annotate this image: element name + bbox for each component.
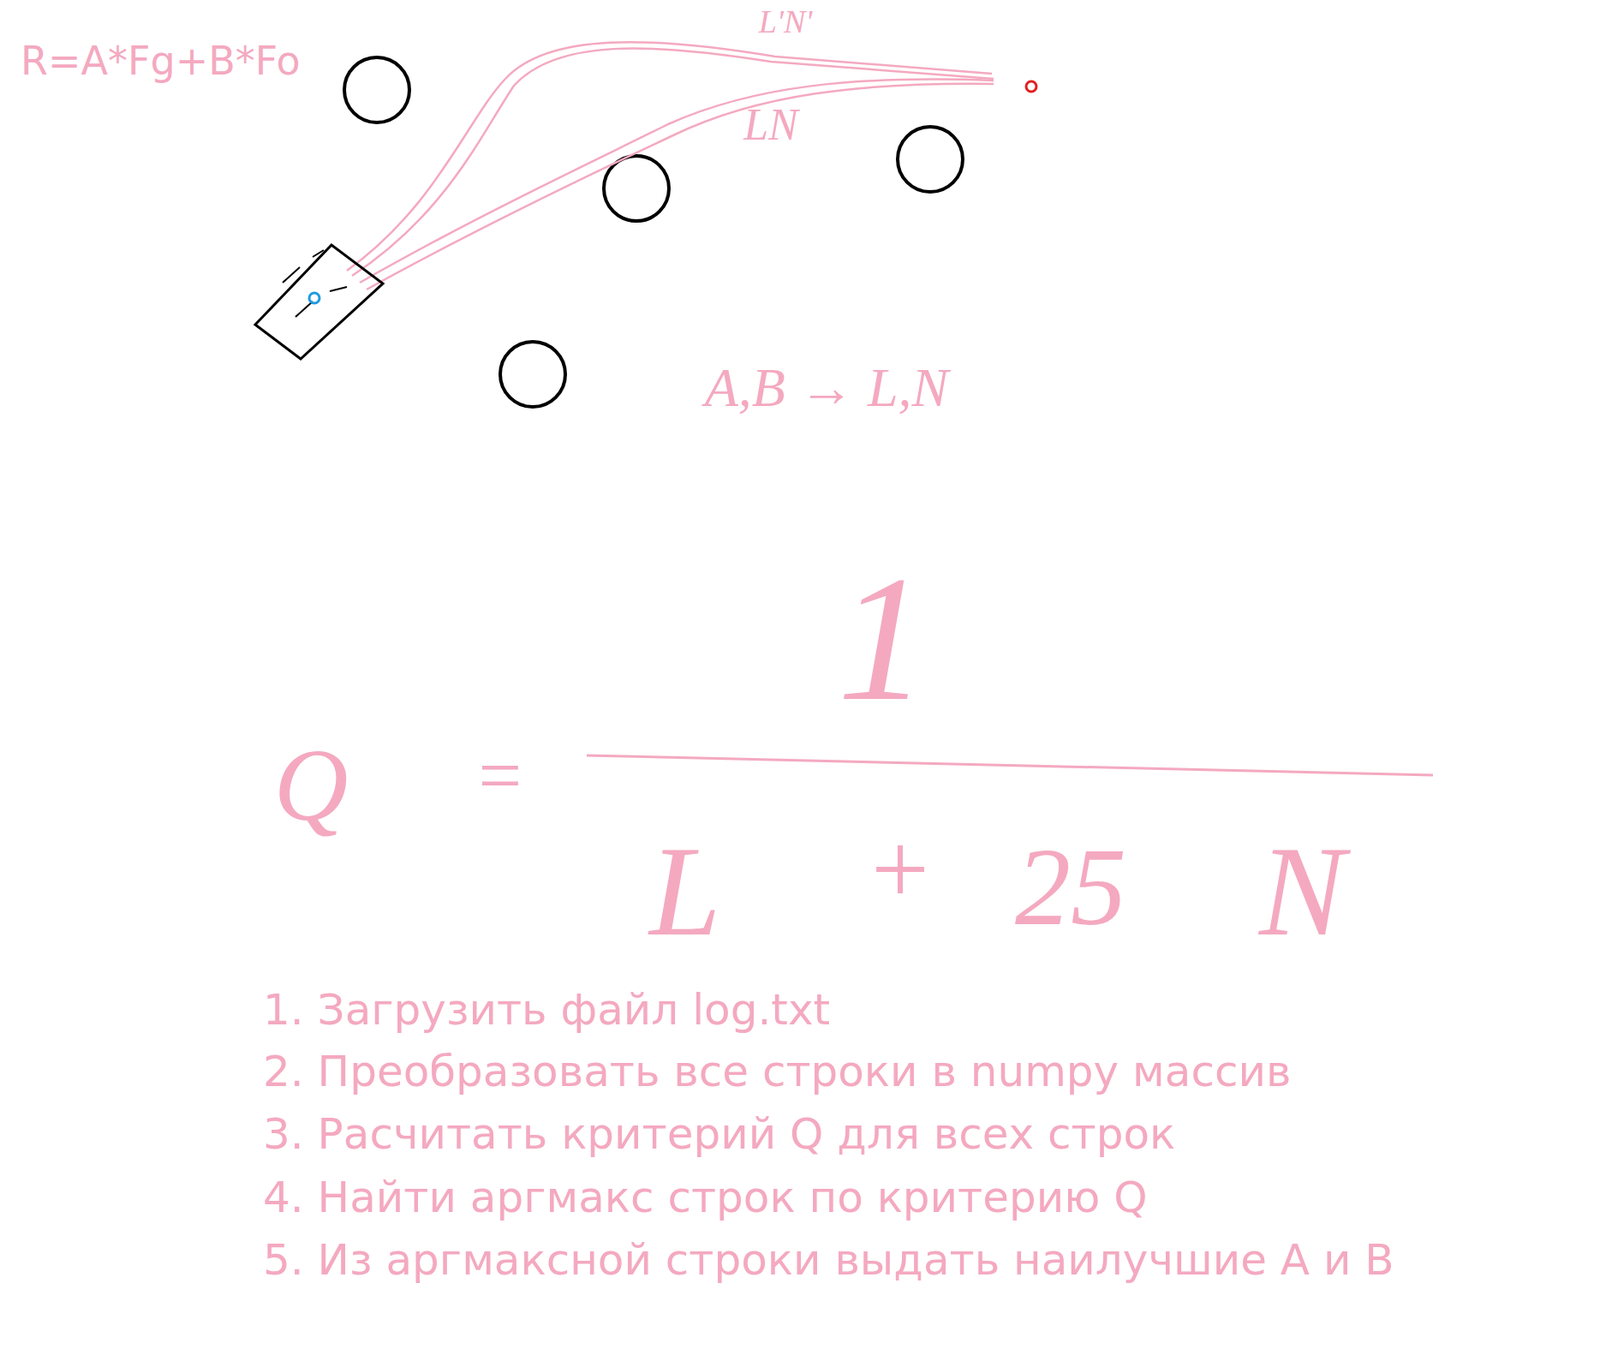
mapping-label: A,B → L,N (704, 358, 949, 418)
trajectories (346, 41, 994, 290)
obstacle (603, 155, 669, 221)
step-text: 3. Расчитать критерий Q для всех строк (262, 1110, 1176, 1159)
trajectory-lower (366, 83, 994, 290)
obstacle (500, 341, 566, 407)
target-point (1026, 81, 1037, 92)
obstacle (344, 57, 410, 123)
formula-symbol: L (649, 820, 721, 962)
step-text: 4. Найти аргмакс строк по критерию Q (262, 1174, 1148, 1222)
path-label: L'N' (758, 4, 813, 41)
formula-symbol: 25 (1014, 825, 1127, 949)
robot-hatching (282, 250, 347, 317)
formula-symbol: = (473, 733, 526, 818)
obstacle (897, 126, 963, 192)
formula-label: R=A*Fg+B*Fo (20, 39, 301, 84)
formula-symbol: Q (274, 728, 349, 842)
robot (255, 244, 383, 359)
formula-symbol: + (865, 812, 935, 926)
formula-symbol: N (1259, 820, 1345, 962)
formula-symbol: 1 (837, 539, 928, 738)
step-text: 2. Преобразовать все строки в numpy масс… (262, 1048, 1291, 1096)
robot-center (309, 292, 320, 304)
trajectory-lower (359, 79, 994, 283)
obstacle-circles (344, 57, 963, 407)
step-text: 1. Загрузить файл log.txt (262, 986, 830, 1034)
path-label: LN (743, 100, 799, 150)
step-text: 5. Из аргмаксной строки выдать наилучшие… (262, 1236, 1395, 1284)
fraction-line (586, 755, 1433, 776)
